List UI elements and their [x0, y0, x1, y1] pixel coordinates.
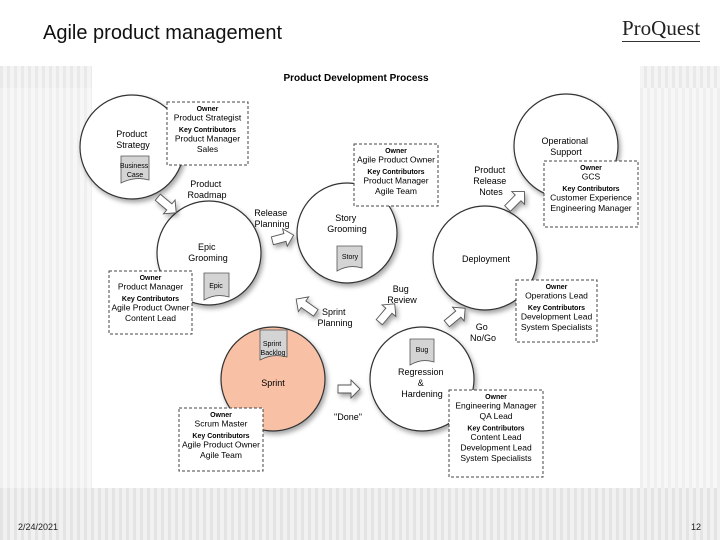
- contributor-name: Product Manager: [175, 134, 240, 144]
- footer-date: 2/24/2021: [18, 522, 59, 532]
- arrow-release-planning: [270, 227, 295, 248]
- contributor-name: Engineering Manager: [550, 203, 631, 213]
- owner-name: Product Strategist: [174, 113, 242, 123]
- document-icon-story: Story: [336, 245, 363, 272]
- document-icon-epic: Epic: [203, 272, 230, 301]
- transition-bug-review: Bug Review: [387, 284, 417, 305]
- contributor-name: Content Lead: [125, 313, 176, 323]
- arrow-product-roadmap: [154, 193, 177, 215]
- contributor-name: Sales: [197, 144, 218, 154]
- contributors-heading: Key Contributors: [467, 426, 524, 433]
- texture-band-right: [640, 88, 720, 488]
- contributors-heading: Key Contributors: [528, 305, 585, 312]
- label-product-strategy: Product Strategy: [116, 129, 150, 150]
- contributor-name: Customer Experience: [550, 193, 632, 203]
- arrow-release-notes: [504, 191, 525, 212]
- contributors-heading: Key Contributors: [179, 127, 236, 134]
- transition-release-planning: Release Planning: [254, 208, 290, 229]
- contributors-heading: Key Contributors: [367, 169, 424, 176]
- owner-name: Agile Product Owner: [357, 155, 435, 165]
- owner-heading: Owner: [197, 106, 219, 113]
- contributor-name: Agile Team: [200, 450, 242, 460]
- contributor-name: Agile Team: [375, 186, 417, 196]
- owner-heading: Owner: [210, 412, 232, 419]
- label-sprint: Sprint: [261, 378, 285, 388]
- transition-sprint-planning: Sprint Planning: [317, 307, 352, 328]
- texture-band-bottom: [0, 488, 720, 540]
- contributors-heading: Key Contributors: [562, 186, 619, 193]
- slide-title: Agile product management: [43, 22, 283, 44]
- contributor-name: System Specialists: [521, 322, 592, 332]
- circle-deployment: [432, 205, 538, 311]
- owner-name: Operations Lead: [525, 291, 588, 301]
- owner-heading: Owner: [385, 148, 407, 155]
- transition-release-notes: Product Release Notes: [473, 165, 509, 197]
- document-icon-business-case: Business Case: [120, 155, 150, 184]
- contributor-name: Development Lead: [521, 312, 593, 322]
- arrow-bug-review: [375, 303, 397, 326]
- slide-header: [0, 0, 720, 68]
- diagram-title: Product Development Process: [283, 73, 428, 84]
- label-regression-hardening: Regression & Hardening: [398, 367, 446, 399]
- owner-name: GCS: [582, 172, 601, 182]
- svg-text:Business Case: Business Case: [120, 163, 150, 179]
- contributors-heading: Key Contributors: [122, 296, 179, 303]
- contributor-name: System Specialists: [460, 453, 531, 463]
- proquest-logo: ProQuest: [622, 16, 701, 40]
- svg-text:Epic: Epic: [209, 283, 223, 290]
- owner-name: Product Manager: [118, 282, 183, 292]
- svg-text:Story: Story: [342, 254, 359, 261]
- owner-name: QA Lead: [479, 411, 512, 421]
- transition-go-nogo: Go No/Go: [470, 322, 496, 343]
- footer-page-number: 12: [691, 522, 702, 532]
- contributors-heading: Key Contributors: [192, 433, 249, 440]
- owner-heading: Owner: [546, 284, 568, 291]
- texture-band-left: [0, 88, 92, 488]
- arrow-done: [337, 378, 361, 400]
- owner-heading: Owner: [485, 394, 507, 401]
- contributor-name: Agile Product Owner: [112, 303, 190, 313]
- contributor-name: Development Lead: [460, 443, 532, 453]
- document-icon-bug: Bug: [409, 338, 435, 366]
- circle-regression-hardening: [369, 326, 475, 432]
- owner-heading: Owner: [580, 165, 602, 172]
- label-epic-grooming: Epic Grooming: [188, 242, 228, 263]
- owner-name: Scrum Master: [195, 419, 248, 429]
- transition-done: "Done": [334, 412, 362, 422]
- label-story-grooming: Story Grooming: [327, 213, 367, 234]
- arrow-go-nogo: [443, 306, 466, 328]
- svg-text:Bug: Bug: [416, 347, 429, 354]
- contributor-name: Product Manager: [363, 176, 428, 186]
- contributor-name: Content Lead: [470, 432, 521, 442]
- svg-text:Sprint Backlog: Sprint Backlog: [261, 341, 286, 357]
- logo-underline: [622, 41, 700, 42]
- owner-name: Engineering Manager: [455, 401, 536, 411]
- contributor-name: Agile Product Owner: [182, 440, 260, 450]
- document-icon-sprint-backlog: Sprint Backlog: [259, 329, 288, 361]
- owner-heading: Owner: [140, 275, 162, 282]
- label-deployment: Deployment: [462, 254, 511, 264]
- circle-story-grooming: [296, 182, 398, 284]
- circle-sprint: [220, 326, 326, 432]
- arrow-sprint-planning: [295, 296, 319, 317]
- label-operational-support: Operational Support: [541, 136, 590, 157]
- transition-product-roadmap: Product Roadmap: [187, 179, 226, 200]
